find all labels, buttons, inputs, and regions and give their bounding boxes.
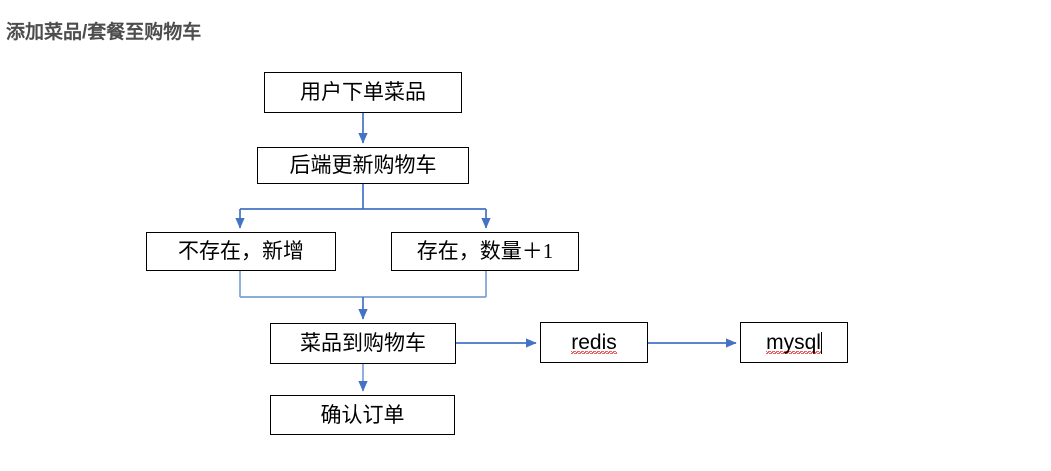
text-cursor (820, 331, 822, 354)
flow-node-mysql[interactable]: mysql (740, 322, 848, 363)
edge-merge (239, 271, 487, 320)
flow-node-label: redis (571, 330, 617, 354)
flow-node-label: 后端更新购物车 (289, 153, 437, 177)
edge-split-stem (240, 184, 486, 210)
flow-node-label: 用户下单菜品 (300, 80, 426, 104)
page-title: 添加菜品/套餐至购物车 (6, 22, 202, 43)
flow-node-order_dish[interactable]: 用户下单菜品 (264, 72, 462, 113)
flow-node-not_exist_add[interactable]: 不存在，新增 (146, 232, 336, 271)
flow-node-label: mysql (766, 330, 821, 354)
flow-node-exist_plus1[interactable]: 存在，数量＋1 (391, 232, 579, 271)
flow-node-backend_cart[interactable]: 后端更新购物车 (257, 147, 469, 184)
flow-node-label: 存在，数量＋1 (416, 239, 554, 263)
flow-node-dish_to_cart[interactable]: 菜品到购物车 (270, 323, 456, 364)
flow-node-redis[interactable]: redis (540, 322, 648, 363)
flow-node-label: 菜品到购物车 (300, 331, 426, 355)
flow-node-label: 确认订单 (320, 402, 405, 427)
flow-node-confirm_order[interactable]: 确认订单 (270, 395, 455, 435)
flow-node-label: 不存在，新增 (178, 239, 304, 263)
